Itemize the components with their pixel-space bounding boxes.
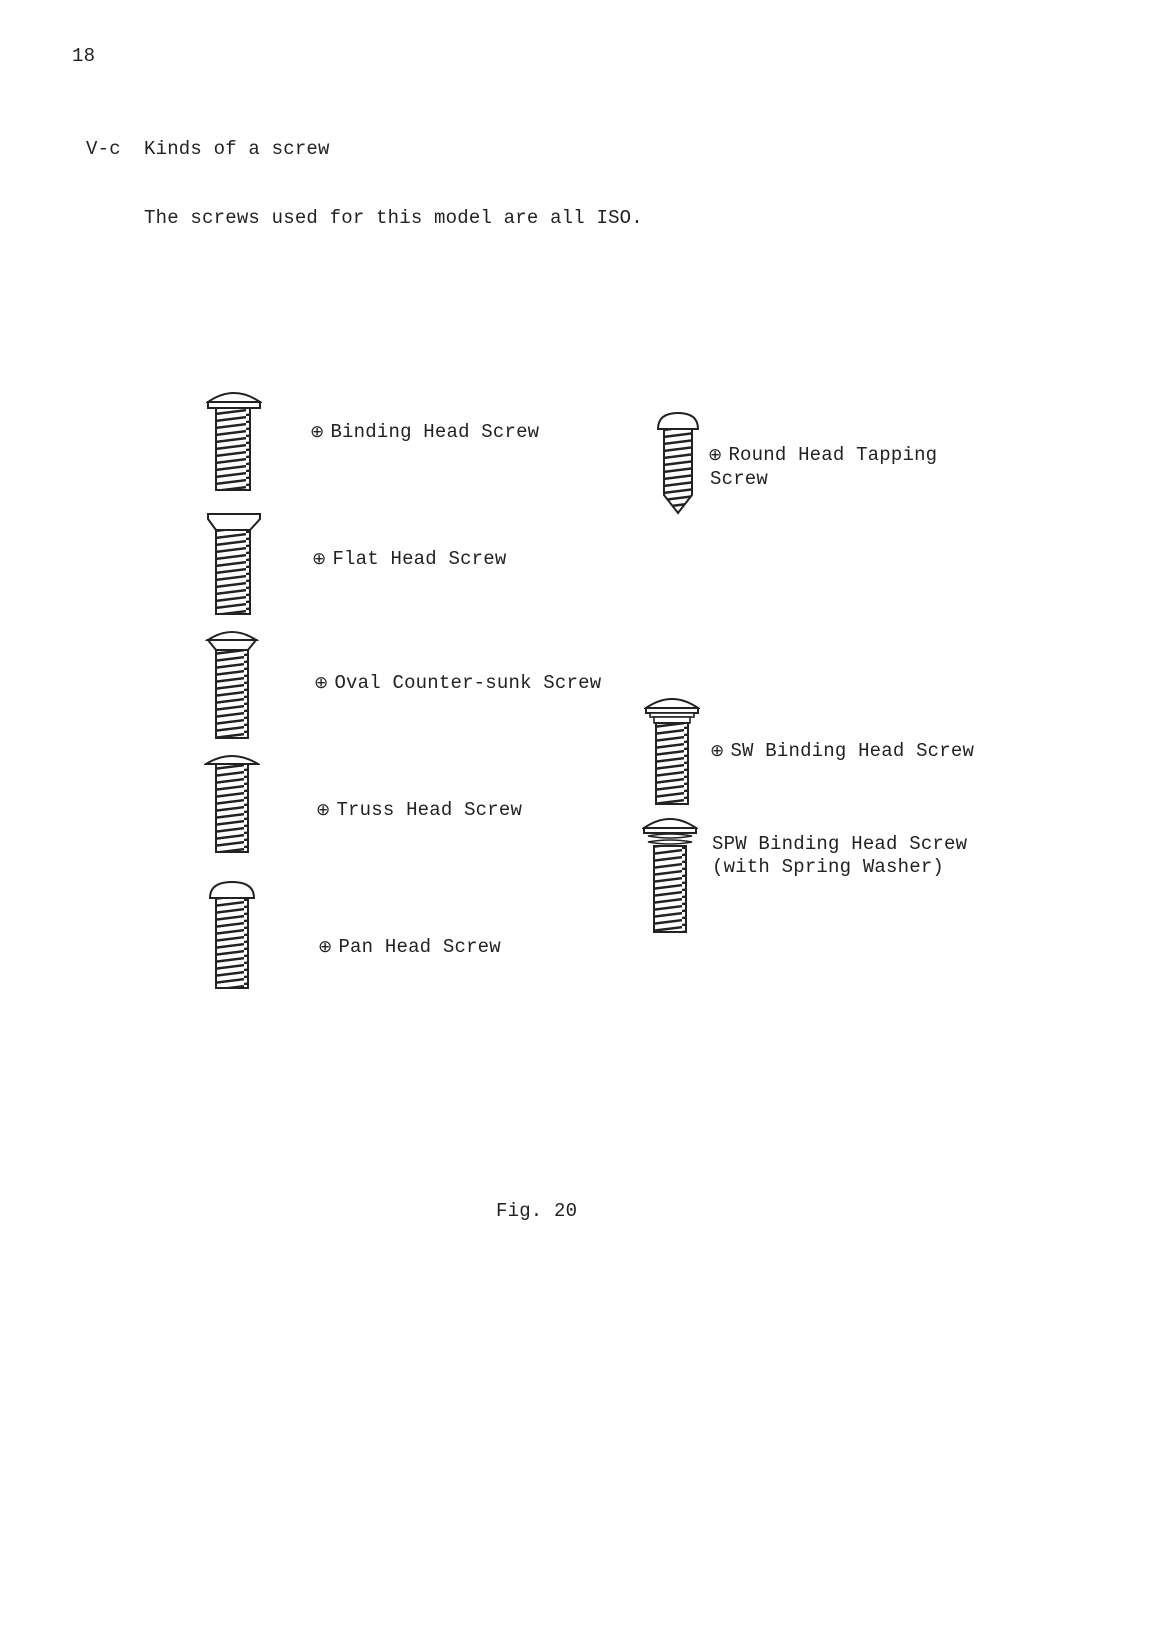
- flat-head-text: Flat Head Screw: [332, 548, 506, 570]
- binding-head-screw-icon: [206, 388, 262, 492]
- phillips-symbol-icon: ⊕: [316, 800, 330, 820]
- phillips-symbol-icon: ⊕: [314, 673, 328, 693]
- sw-binding-head-screw-icon: [644, 694, 700, 806]
- intro-text: The screws used for this model are all I…: [144, 206, 643, 230]
- pan-head-label: ⊕ Pan Head Screw: [318, 935, 501, 959]
- phillips-symbol-icon: ⊕: [312, 549, 326, 569]
- round-head-tapping-text-line1: Round Head Tapping: [728, 444, 937, 466]
- round-head-tapping-screw-icon: [654, 411, 702, 515]
- phillips-symbol-icon: ⊕: [310, 422, 324, 442]
- truss-head-label: ⊕ Truss Head Screw: [316, 798, 522, 822]
- truss-head-text: Truss Head Screw: [336, 799, 522, 821]
- spw-binding-head-label-line1: SPW Binding Head Screw: [712, 832, 967, 856]
- pan-head-text: Pan Head Screw: [338, 936, 500, 958]
- figure-caption: Fig. 20: [496, 1199, 577, 1223]
- oval-countersunk-text: Oval Counter-sunk Screw: [334, 672, 601, 694]
- round-head-tapping-label-line2: Screw: [710, 467, 768, 491]
- page-number: 18: [72, 44, 95, 68]
- sw-binding-head-text: SW Binding Head Screw: [730, 740, 974, 762]
- binding-head-label: ⊕ Binding Head Screw: [310, 420, 539, 444]
- section-title: Kinds of a screw: [144, 137, 330, 161]
- flat-head-screw-icon: [206, 512, 262, 616]
- spw-binding-head-screw-icon: [642, 814, 698, 934]
- phillips-symbol-icon: ⊕: [318, 937, 332, 957]
- binding-head-text: Binding Head Screw: [330, 421, 539, 443]
- oval-countersunk-label: ⊕ Oval Counter-sunk Screw: [314, 671, 601, 695]
- sw-binding-head-label: ⊕ SW Binding Head Screw: [710, 739, 974, 763]
- phillips-symbol-icon: ⊕: [708, 445, 722, 465]
- section-id: V-c: [86, 137, 121, 161]
- round-head-tapping-label: ⊕ Round Head Tapping: [708, 443, 937, 467]
- truss-head-screw-icon: [204, 750, 260, 854]
- phillips-symbol-icon: ⊕: [710, 741, 724, 761]
- flat-head-label: ⊕ Flat Head Screw: [312, 547, 506, 571]
- pan-head-screw-icon: [204, 880, 260, 990]
- oval-countersunk-screw-icon: [204, 628, 260, 740]
- spw-binding-head-label-line2: (with Spring Washer): [712, 855, 944, 879]
